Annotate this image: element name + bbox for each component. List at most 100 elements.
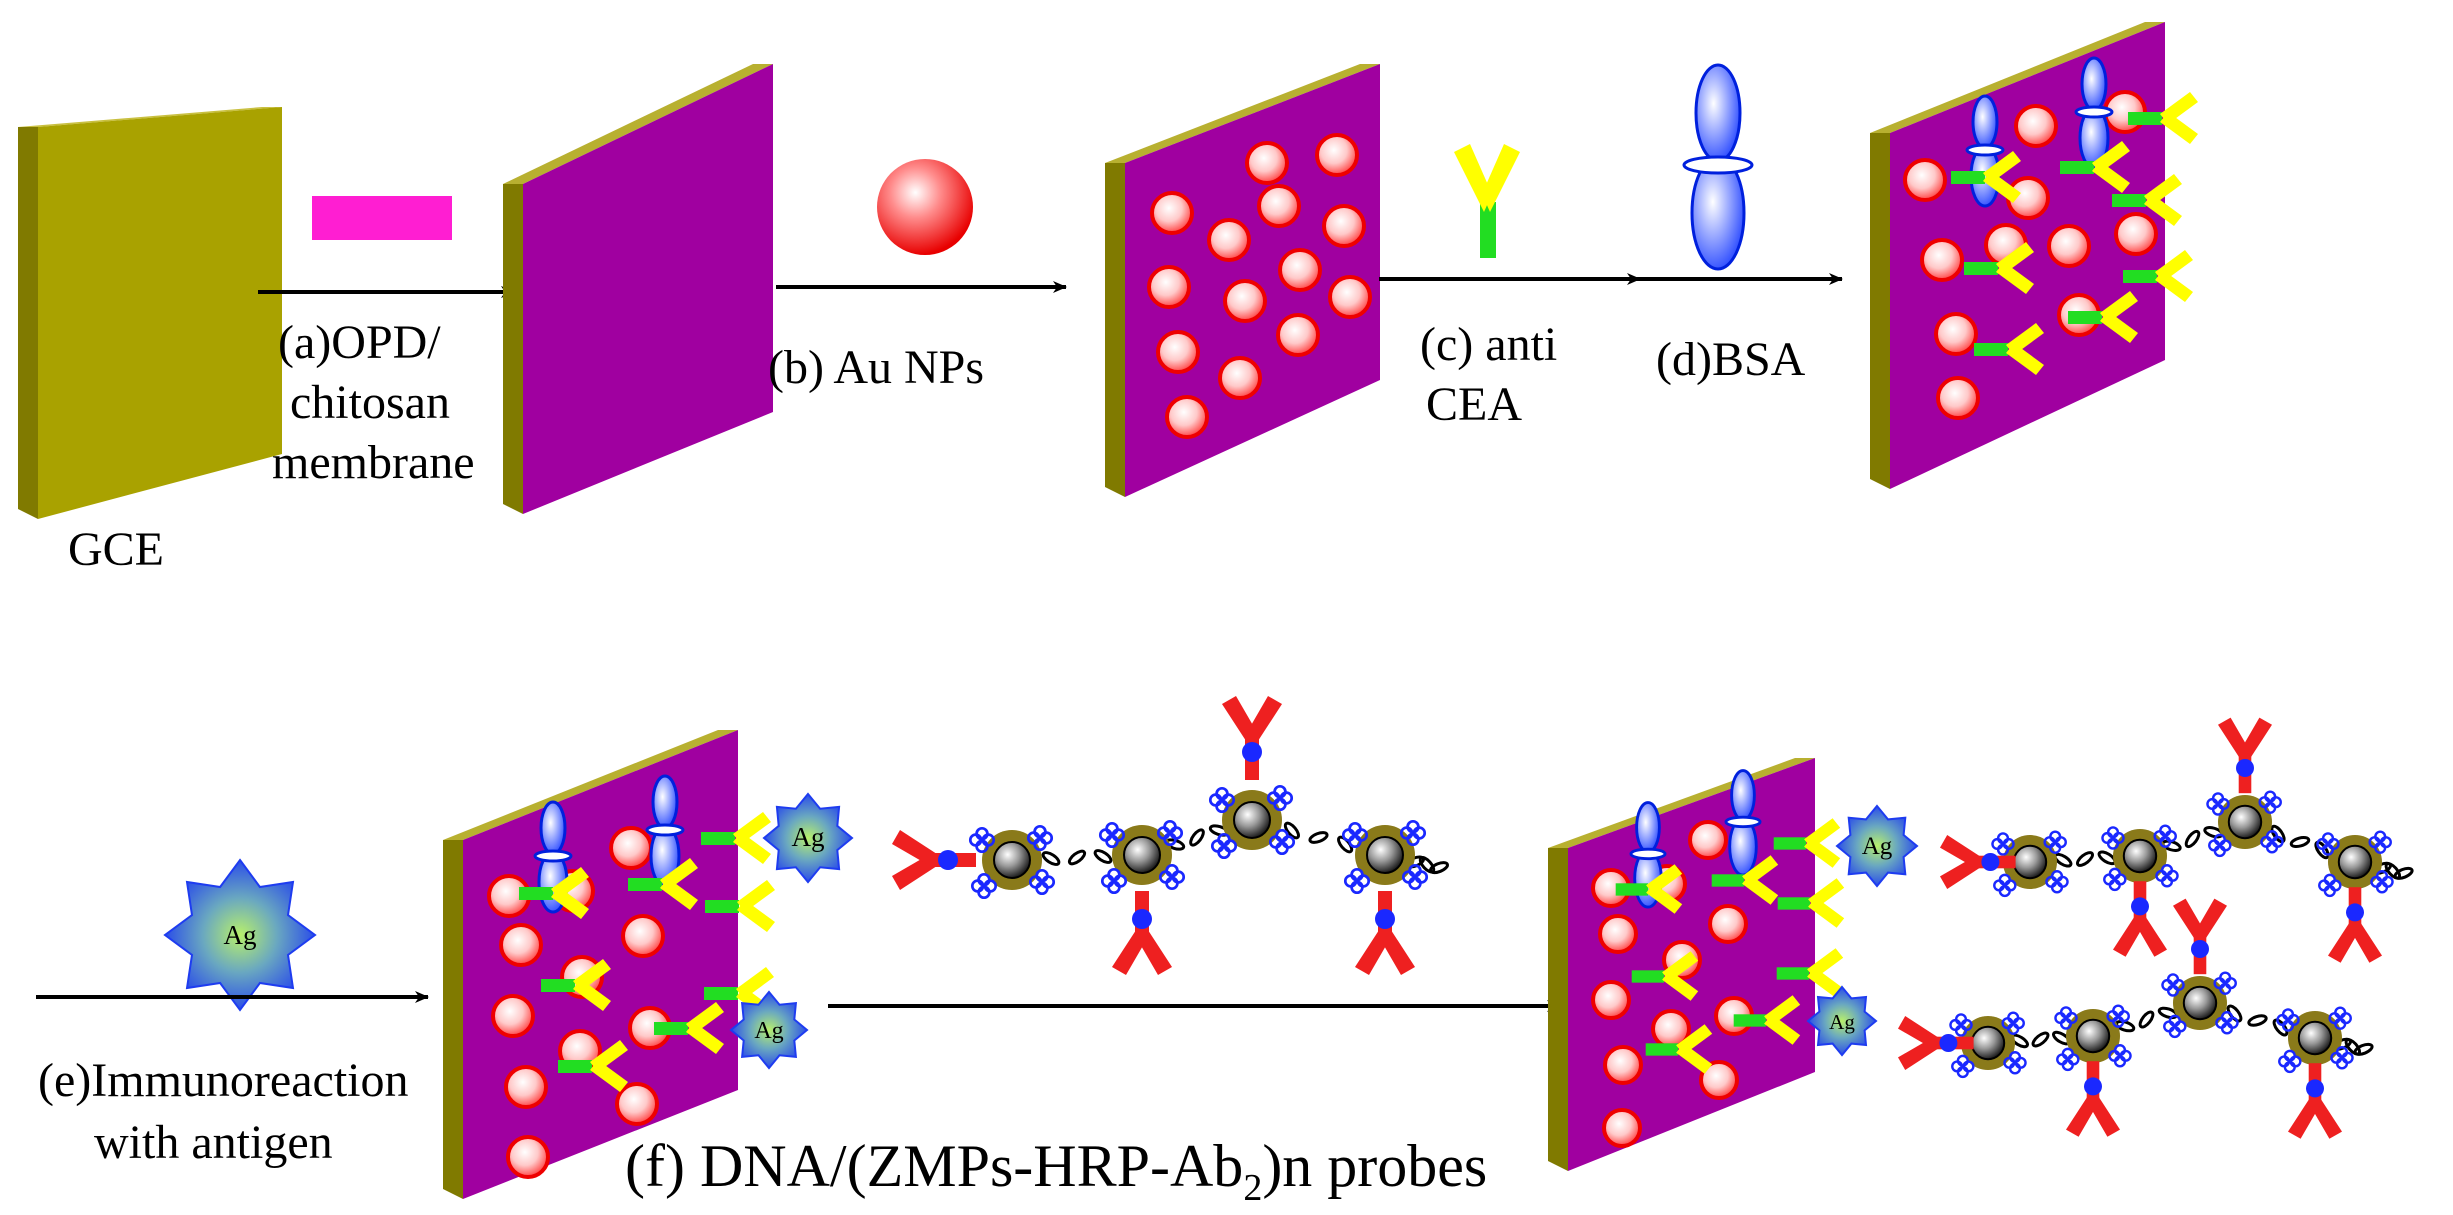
gold-nanoparticle bbox=[1708, 904, 1748, 944]
detection-antibody bbox=[1112, 891, 1172, 975]
gold-nanoparticle bbox=[621, 914, 665, 958]
gold-nanoparticle bbox=[1150, 191, 1194, 235]
antigen-icon: Ag bbox=[163, 858, 317, 1012]
dna-zmp-probe-lower bbox=[1898, 898, 2374, 1139]
gold-nanoparticle bbox=[506, 1135, 550, 1179]
dna-link bbox=[2247, 1014, 2268, 1027]
gold-nanoparticle bbox=[1223, 279, 1267, 323]
capture-antibodies bbox=[1951, 56, 2198, 375]
zmp-core bbox=[1123, 836, 1161, 874]
hrp-enzyme bbox=[1341, 821, 1369, 849]
gold-nanoparticle-icon bbox=[877, 159, 973, 255]
gold-nanoparticle bbox=[1688, 820, 1728, 860]
hrp-enzyme bbox=[2106, 1004, 2130, 1028]
capture-antibody bbox=[1631, 951, 1699, 1001]
hrp-enzyme bbox=[1208, 786, 1236, 814]
gold-nanoparticle bbox=[1245, 141, 1289, 185]
gold-nanoparticle bbox=[1903, 158, 1947, 202]
capture-antibody bbox=[2123, 250, 2193, 302]
dna-link bbox=[1308, 831, 1329, 844]
capture-antibodies bbox=[1615, 769, 1845, 1074]
detection-antibody bbox=[1940, 834, 2016, 890]
hrp-enzyme bbox=[1210, 832, 1238, 860]
capture-antibody bbox=[654, 1002, 724, 1054]
dna-link bbox=[1041, 851, 1061, 866]
hrp-enzyme bbox=[2003, 1051, 2027, 1075]
dna-link bbox=[2184, 829, 2201, 849]
step-a-line3: membrane bbox=[272, 436, 475, 489]
hrp-enzyme bbox=[2153, 824, 2177, 848]
step-c-line1: (c) anti bbox=[1420, 318, 1557, 371]
hrp-enzyme bbox=[2103, 867, 2127, 892]
step-a-line1: (a)OPD/ bbox=[278, 316, 441, 369]
antigen-label: Ag bbox=[754, 1018, 783, 1044]
membrane-swatch bbox=[312, 196, 452, 240]
gold-nanoparticle bbox=[504, 1065, 548, 1109]
antibody-bsa-electrode bbox=[1870, 22, 2198, 489]
dna-zmp-probe-upper bbox=[1940, 717, 2414, 963]
dna-link bbox=[1189, 828, 1205, 847]
detection-antibody bbox=[2173, 898, 2227, 975]
detection-antibody bbox=[2328, 887, 2382, 963]
hrp-enzyme bbox=[2258, 790, 2282, 814]
gold-nanoparticle bbox=[1218, 356, 1262, 400]
gold-nanoparticle bbox=[609, 826, 653, 870]
hrp-enzyme bbox=[2316, 832, 2340, 856]
antigen-label: Ag bbox=[1829, 1010, 1855, 1034]
zmp-core bbox=[2297, 1020, 2333, 1056]
antigen: Ag bbox=[1806, 985, 1878, 1057]
bsa-molecule bbox=[2074, 56, 2114, 170]
antigen-label: Ag bbox=[1862, 833, 1893, 860]
antigen-label: Ag bbox=[792, 822, 825, 852]
hrp-enzyme bbox=[2155, 864, 2179, 888]
hrp-enzyme bbox=[2213, 971, 2237, 995]
hrp-enzyme bbox=[1100, 867, 1128, 895]
detection-antibody bbox=[2113, 881, 2167, 957]
zmp-core bbox=[1366, 836, 1404, 874]
detection-antibody bbox=[2218, 717, 2272, 794]
hrp-enzyme bbox=[1401, 863, 1429, 891]
step-e-line1: (e)Immunoreaction bbox=[38, 1054, 409, 1107]
gold-nanoparticle bbox=[1278, 248, 1322, 292]
capture-antibody bbox=[519, 867, 589, 919]
dna-link bbox=[1337, 835, 1354, 854]
zmp-core bbox=[1233, 801, 1271, 839]
hrp-enzyme bbox=[1993, 873, 2017, 898]
gold-nanoparticle bbox=[1207, 218, 1251, 262]
dna-link bbox=[2289, 835, 2311, 849]
hrp-enzyme bbox=[2161, 973, 2185, 997]
zmp-core bbox=[2182, 985, 2218, 1021]
hrp-enzyme bbox=[1949, 1013, 1973, 1037]
capture-antibody bbox=[1733, 995, 1801, 1045]
hrp-enzyme bbox=[2163, 1014, 2187, 1039]
capture-antibody bbox=[1951, 151, 2021, 203]
hrp-enzyme bbox=[2368, 830, 2392, 854]
dna-link bbox=[1429, 861, 1449, 875]
hrp-enzyme bbox=[2330, 1046, 2354, 1070]
gold-nanoparticle bbox=[1591, 980, 1631, 1020]
capture-antibodies bbox=[519, 774, 775, 1092]
capture-antibody bbox=[1711, 855, 1779, 905]
hrp-enzyme bbox=[2108, 1044, 2132, 1068]
capture-antibody bbox=[558, 1040, 628, 1092]
step-b-label: (b) Au NPs bbox=[768, 341, 984, 394]
capture-antibody bbox=[1964, 242, 2034, 294]
zmp-core bbox=[1970, 1025, 2006, 1061]
bsa-icon bbox=[1682, 63, 1754, 271]
step-a-line2: chitosan bbox=[290, 376, 450, 429]
capture-antibody bbox=[1645, 1024, 1713, 1074]
dna-link bbox=[2393, 866, 2414, 880]
gold-nanoparticle bbox=[2114, 212, 2158, 256]
hrp-enzyme bbox=[1399, 819, 1427, 847]
capture-antibody bbox=[701, 812, 771, 864]
hrp-enzyme bbox=[2278, 1049, 2302, 1074]
hrp-enzyme bbox=[2054, 1006, 2078, 1030]
gce-electrode bbox=[18, 107, 282, 519]
membrane-electrode bbox=[503, 64, 773, 514]
capture-antibody bbox=[2060, 141, 2130, 193]
bsa-molecule bbox=[1724, 769, 1762, 877]
